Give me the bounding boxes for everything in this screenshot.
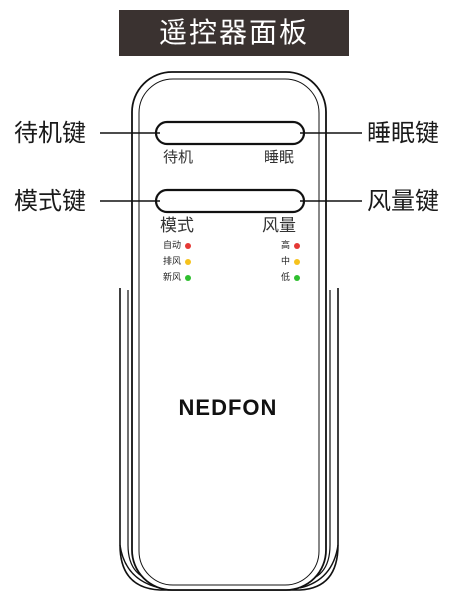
standby-button-label: 待机 xyxy=(163,148,194,166)
mode-indicator-exhaust: 排风 xyxy=(163,256,192,268)
mode-indicator-auto: 自动 xyxy=(163,240,192,252)
fan-speed-key-callout: 风量键 xyxy=(367,187,439,215)
standby-sleep-button xyxy=(154,120,306,146)
standby-key-callout: 待机键 xyxy=(14,119,86,147)
green-led-icon xyxy=(185,275,192,281)
fan-indicator-medium: 中 xyxy=(281,256,301,268)
mode-indicator-fresh-air: 新风 xyxy=(163,272,192,284)
green-led-icon xyxy=(294,275,301,281)
fan-speed-button-label: 风量 xyxy=(262,216,296,236)
yellow-led-icon xyxy=(294,259,301,265)
remote-body-inner xyxy=(138,78,320,586)
mode-button-label: 模式 xyxy=(160,216,194,236)
sleep-button-label: 睡眠 xyxy=(264,148,295,166)
red-led-icon xyxy=(185,243,192,249)
yellow-led-icon xyxy=(185,259,192,265)
sleep-key-callout: 睡眠键 xyxy=(367,119,439,147)
mode-indicator-label: 自动 xyxy=(163,241,182,251)
fan-indicator-label: 高 xyxy=(281,241,291,251)
mode-key-callout: 模式键 xyxy=(14,187,86,215)
diagram-title: 遥控器面板 xyxy=(119,10,349,56)
fan-indicator-high: 高 xyxy=(281,240,301,252)
fan-indicator-label: 中 xyxy=(281,257,291,267)
mode-fan-button xyxy=(154,188,306,214)
fan-indicator-low: 低 xyxy=(281,272,301,284)
mode-indicator-label: 排风 xyxy=(163,257,182,267)
holder-front-clip xyxy=(119,544,339,589)
remote-body xyxy=(131,71,327,591)
brand-logo: NEDFON xyxy=(178,395,278,420)
mode-indicator-label: 新风 xyxy=(163,273,182,283)
fan-indicator-label: 低 xyxy=(281,273,291,283)
red-led-icon xyxy=(294,243,301,249)
